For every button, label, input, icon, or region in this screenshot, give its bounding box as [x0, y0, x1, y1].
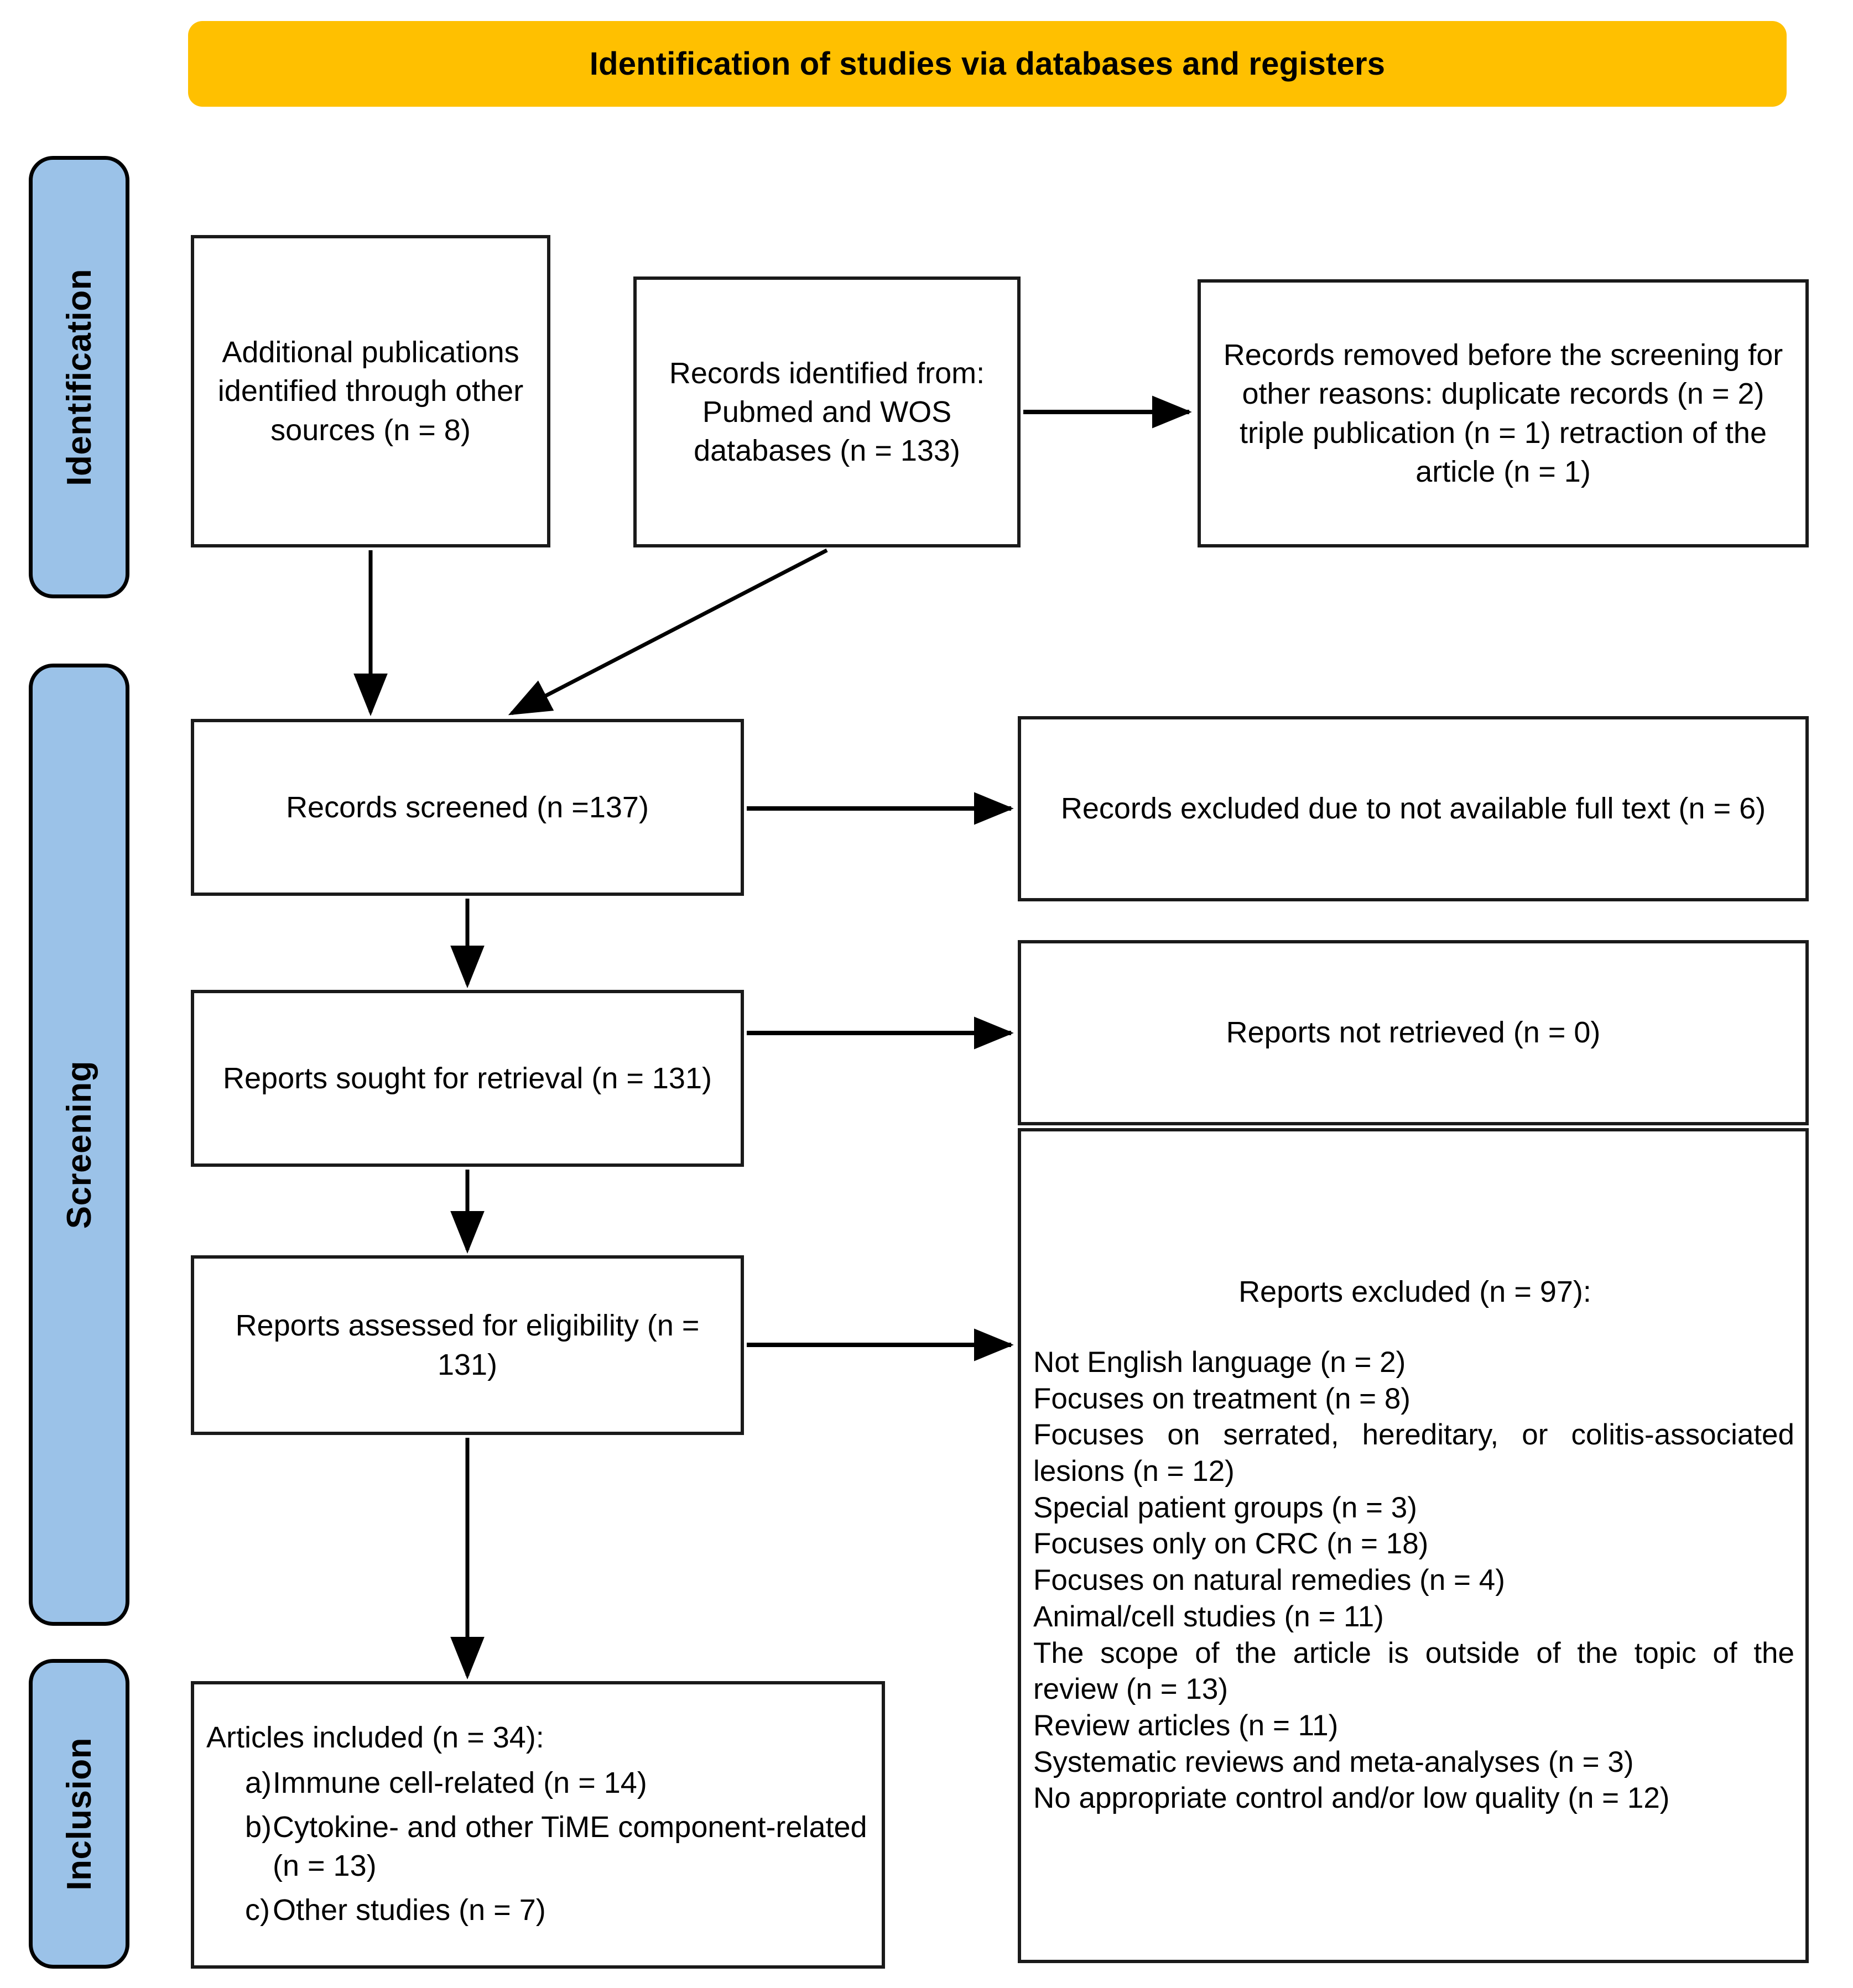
reports-excluded-reason: Focuses on serrated, hereditary, or coli…	[1033, 1418, 1794, 1488]
diagram-header-banner: Identification of studies via databases …	[188, 21, 1787, 107]
reports-excluded-reason: Focuses on treatment (n = 8)	[1033, 1382, 1410, 1415]
box-records-screened: Records screened (n =137)	[191, 719, 744, 896]
reports-excluded-reason: Focuses on natural remedies (n = 4)	[1033, 1564, 1505, 1597]
articles-included-item: c)Other studies (n = 7)	[206, 1891, 882, 1929]
box-text: Reports sought for retrieval (n = 131)	[223, 1061, 712, 1095]
list-item-label: Immune cell-related (n = 14)	[273, 1766, 647, 1799]
stage-label-text: Inclusion	[60, 1737, 98, 1891]
box-reports-sought-for-retrieval: Reports sought for retrieval (n = 131)	[191, 990, 744, 1167]
reports-excluded-reason: Focuses only on CRC (n = 18)	[1033, 1527, 1429, 1561]
stage-label-screening: Screening	[29, 664, 129, 1626]
stage-label-text: Screening	[60, 1060, 98, 1229]
articles-included-item: a)Immune cell-related (n = 14)	[206, 1763, 882, 1802]
reports-excluded-reason: Animal/cell studies (n = 11)	[1033, 1600, 1384, 1633]
list-marker: c)	[245, 1893, 270, 1927]
box-records-identified: Records identified from: Pubmed and WOS …	[633, 276, 1021, 547]
reports-excluded-reason-list: Not English language (n = 2)Focuses on t…	[1033, 1344, 1797, 1817]
reports-excluded-reason: Special patient groups (n = 3)	[1033, 1491, 1417, 1524]
page-title: Identification of studies via databases …	[589, 46, 1386, 82]
list-item-label: Other studies (n = 7)	[273, 1893, 546, 1927]
box-text: Additional publications identified throu…	[217, 336, 524, 447]
reports-excluded-reason: No appropriate control and/or low qualit…	[1033, 1782, 1670, 1815]
reports-excluded-reason: Systematic reviews and meta-analyses (n …	[1033, 1745, 1634, 1778]
list-marker: b)	[245, 1810, 272, 1844]
list-marker: a)	[245, 1766, 272, 1799]
list-item-label: Cytokine- and other TiME component-relat…	[273, 1810, 867, 1882]
articles-included-heading: Articles included (n = 34):	[206, 1720, 544, 1754]
reports-excluded-reason: The scope of the article is outside of t…	[1033, 1636, 1794, 1706]
stage-label-identification: Identification	[29, 156, 129, 598]
box-reports-assessed-for-eligibility: Reports assessed for eligibility (n = 13…	[191, 1255, 744, 1435]
box-records-removed: Records removed before the screening for…	[1198, 279, 1809, 547]
reports-excluded-heading: Reports excluded (n = 97):	[1238, 1275, 1591, 1308]
reports-excluded-reason: Review articles (n = 11)	[1033, 1709, 1339, 1742]
reports-excluded-reason: Not English language (n = 2)	[1033, 1345, 1406, 1379]
connector-identified-to-screened	[508, 548, 828, 716]
box-text: Records screened (n =137)	[286, 790, 649, 824]
articles-included-item-list: a)Immune cell-related (n = 14)b)Cytokine…	[194, 1758, 882, 1930]
box-text: Records identified from: Pubmed and WOS …	[669, 356, 985, 468]
articles-included-item: b)Cytokine- and other TiME component-rel…	[206, 1808, 882, 1885]
box-text: Records removed before the screening for…	[1223, 338, 1783, 488]
box-additional-publications: Additional publications identified throu…	[191, 235, 550, 547]
box-records-excluded: Records excluded due to not available fu…	[1018, 716, 1809, 901]
box-reports-not-retrieved: Reports not retrieved (n = 0)	[1018, 940, 1809, 1125]
box-reports-excluded: Reports excluded (n = 97): Not English l…	[1018, 1128, 1809, 1963]
reports-excluded-body: Reports excluded (n = 97): Not English l…	[1021, 1275, 1805, 1817]
box-text: Reports not retrieved (n = 0)	[1226, 1016, 1601, 1050]
box-text: Reports assessed for eligibility (n = 13…	[235, 1309, 700, 1381]
box-articles-included: Articles included (n = 34): a)Immune cel…	[191, 1681, 885, 1969]
box-text: Records excluded due to not available fu…	[1060, 792, 1766, 826]
stage-label-inclusion: Inclusion	[29, 1659, 129, 1969]
stage-label-text: Identification	[60, 268, 98, 486]
